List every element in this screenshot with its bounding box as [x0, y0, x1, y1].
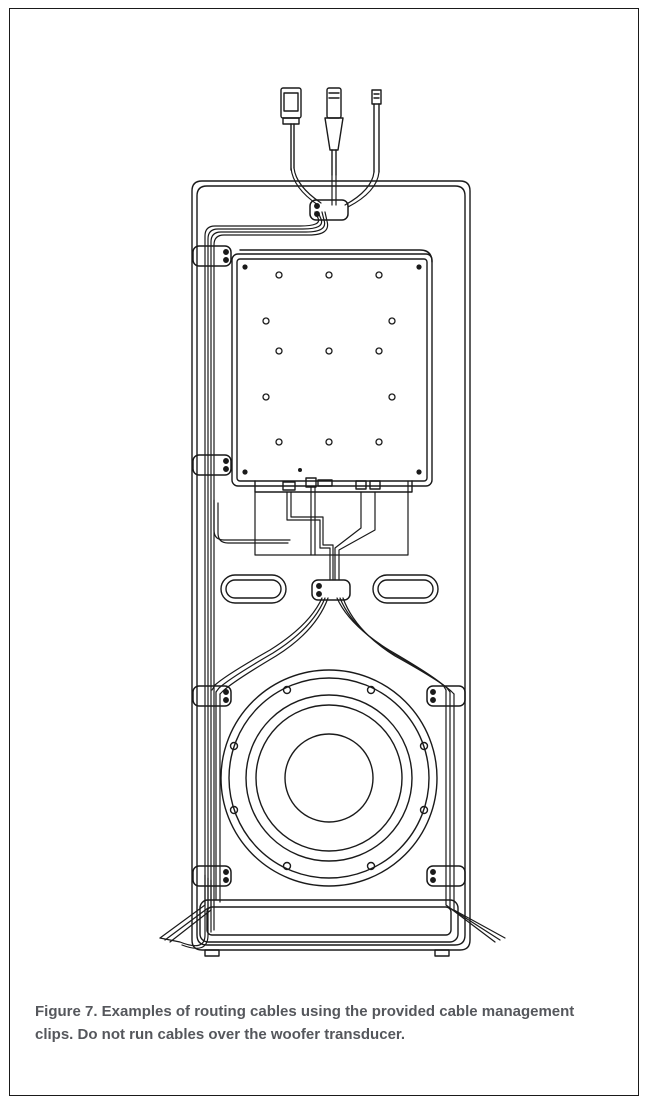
cable-connectors: [280, 87, 382, 176]
clip-right-bottom: [426, 865, 466, 887]
clip-left-middle: [192, 454, 232, 476]
figure-caption: Figure 7. Examples of routing cables usi…: [35, 1003, 575, 1043]
ethernet-connector-icon: [371, 89, 382, 173]
woofer-transducer: [220, 669, 438, 887]
plate-mounting-holes: [262, 271, 396, 446]
clip-left-lower: [192, 685, 232, 707]
xlr-connector-icon: [324, 87, 344, 176]
speaker-cabinet: [191, 180, 471, 957]
figure-frame: [9, 8, 639, 1096]
clip-center: [311, 579, 351, 601]
clip-top: [309, 199, 349, 221]
bass-ports: [220, 574, 439, 604]
power-plug-icon: [280, 87, 302, 171]
routed-cables: [159, 167, 506, 949]
cable-management-clips: [192, 199, 466, 887]
clip-left-bottom: [192, 865, 232, 887]
plate-corner-screws: [242, 264, 422, 475]
clip-right-lower: [426, 685, 466, 707]
woofer-screws: [229, 685, 429, 871]
handle-recess: [199, 899, 459, 943]
amplifier-plate: [231, 249, 433, 493]
clip-left-upper: [192, 245, 232, 267]
